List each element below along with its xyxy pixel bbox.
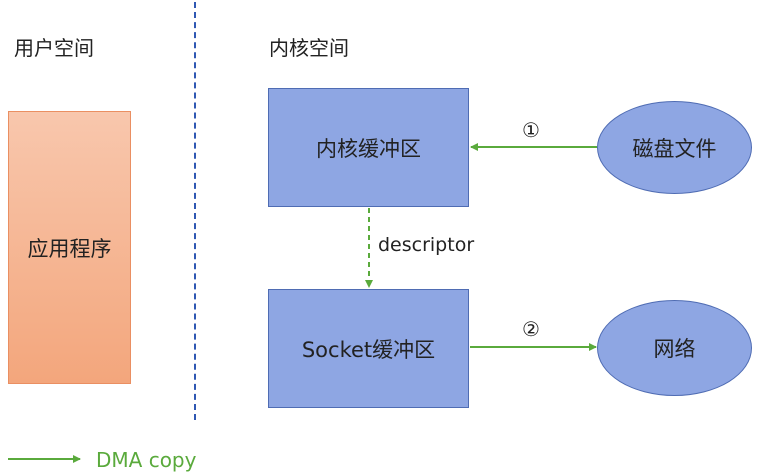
descriptor-label: descriptor <box>378 234 475 256</box>
user-space-label: 用户空间 <box>14 36 94 60</box>
socket-buffer-box: Socket缓冲区 <box>268 289 469 408</box>
application-box: 应用程序 <box>8 111 131 384</box>
disk-file-node: 磁盘文件 <box>597 101 752 194</box>
step-2-marker: ② <box>522 317 540 341</box>
network-node: 网络 <box>597 300 752 396</box>
space-divider <box>194 2 196 420</box>
kernel-buffer-box: 内核缓冲区 <box>268 88 469 207</box>
step-1-marker: ① <box>522 118 540 142</box>
disk-file-label: 磁盘文件 <box>632 136 717 161</box>
legend-dma-copy: DMA copy <box>96 448 197 472</box>
kernel-buffer-label: 内核缓冲区 <box>316 136 421 161</box>
kernel-space-label: 内核空间 <box>269 36 349 60</box>
network-label: 网络 <box>653 337 696 361</box>
application-label: 应用程序 <box>27 236 112 261</box>
socket-buffer-label: Socket缓冲区 <box>301 337 436 362</box>
